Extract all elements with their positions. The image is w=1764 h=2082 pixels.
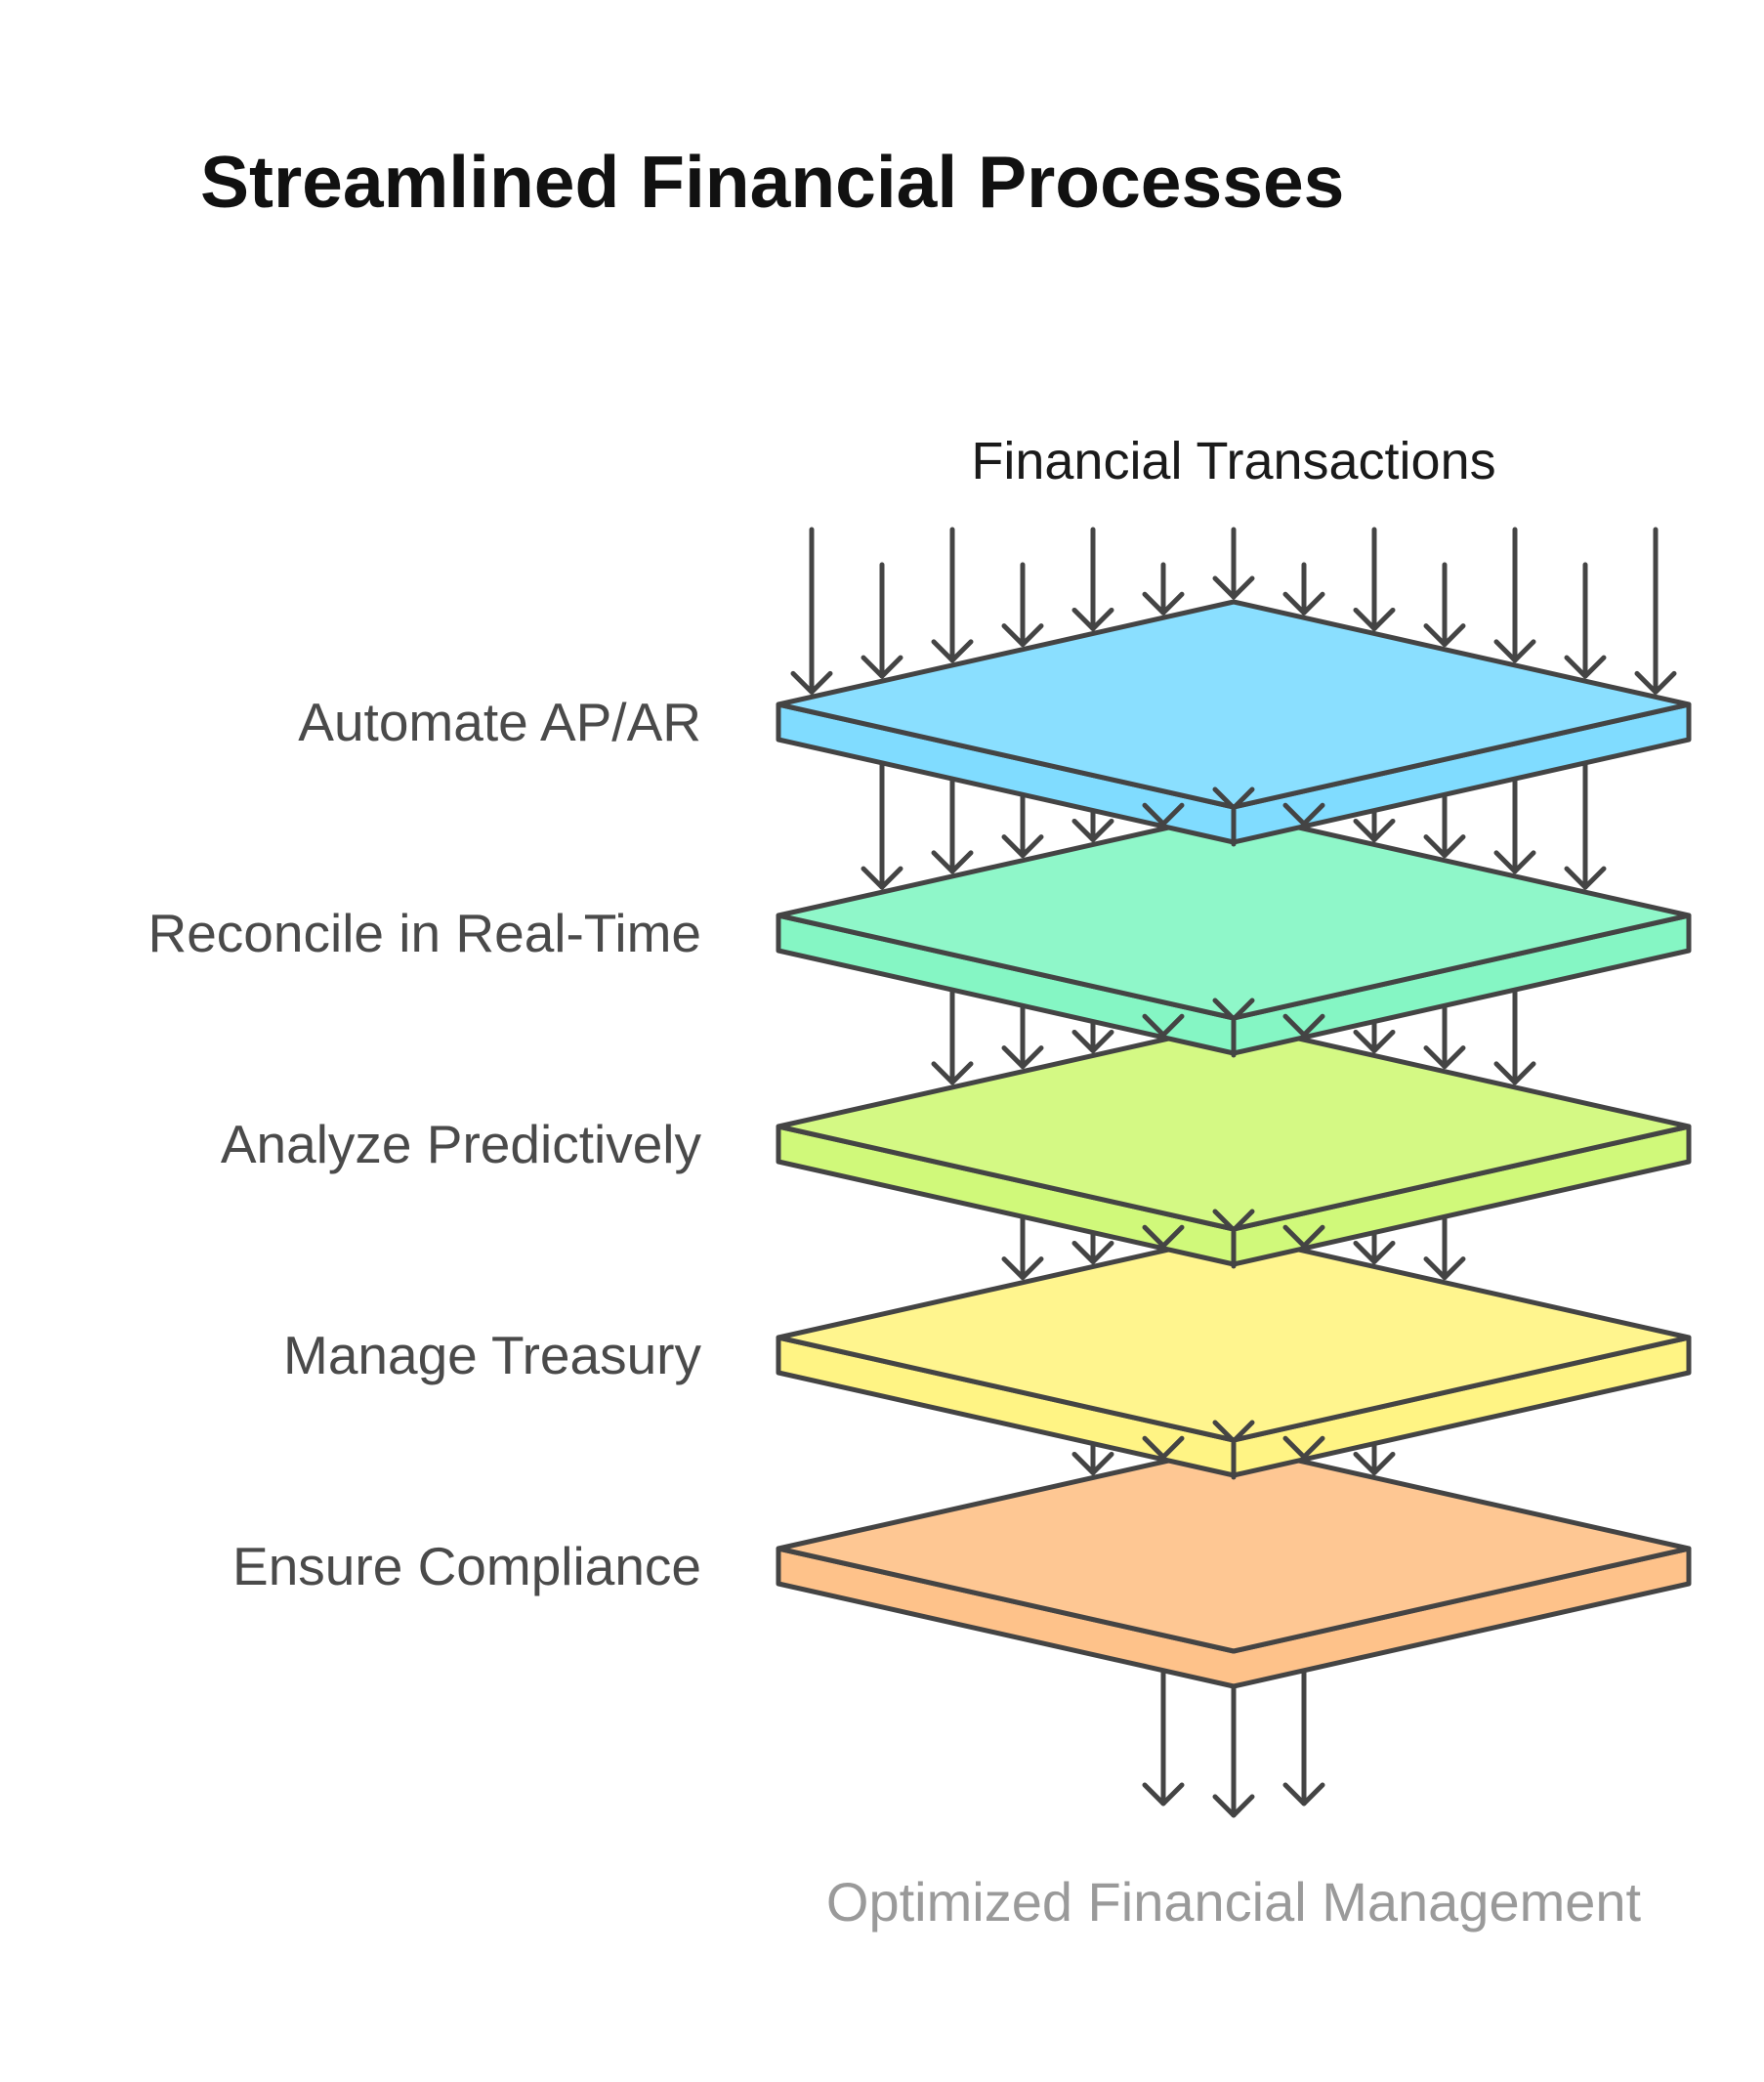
flow-arrow: [1071, 1021, 1114, 1053]
flow-arrow: [1212, 1420, 1255, 1480]
layer-top: [776, 810, 1692, 1021]
flow-arrow: [1493, 989, 1536, 1085]
flow-arrow: [1423, 1215, 1466, 1281]
flow-arrow: [1142, 802, 1185, 831]
diagram-title: Streamlined Financial Processes: [200, 141, 1344, 223]
flow-arrow: [1212, 998, 1255, 1058]
flow-arrow: [1071, 810, 1114, 842]
flow-arrow: [1564, 762, 1607, 890]
flow-arrow: [1001, 793, 1044, 859]
layer-label: Analyze Predictively: [221, 1114, 702, 1174]
flow-arrow: [1564, 562, 1607, 679]
flow-arrow: [1634, 527, 1677, 695]
layer-slab: [776, 1443, 1692, 1689]
layer-label: Reconcile in Real-Time: [148, 903, 702, 963]
layer-top: [776, 1021, 1692, 1232]
flow-arrow: [1353, 1021, 1396, 1053]
flow-arrow: [1353, 527, 1396, 631]
layer-top: [776, 1232, 1692, 1443]
flow-arrow: [1423, 562, 1466, 648]
layer-top: [776, 599, 1692, 810]
flow-arrow: [790, 527, 833, 695]
flow-arrow: [1282, 562, 1325, 616]
flow-arrow: [1212, 1209, 1255, 1269]
flow-arrow: [1142, 1013, 1185, 1042]
flow-arrow: [1212, 1685, 1255, 1818]
layers-group: [776, 599, 1692, 1689]
layer-top: [776, 1443, 1692, 1654]
flow-arrow: [1493, 527, 1536, 663]
output-label: Optimized Financial Management: [826, 1871, 1642, 1933]
flow-arrow: [1423, 793, 1466, 859]
layer-label: Automate AP/AR: [298, 692, 701, 752]
flow-arrow: [1282, 1670, 1325, 1806]
flow-arrow: [1353, 1232, 1396, 1264]
flow-arrow: [1212, 527, 1255, 600]
flow-arrow: [1001, 1215, 1044, 1281]
flow-arrow: [1423, 1004, 1466, 1070]
input-label: Financial Transactions: [971, 432, 1495, 490]
flow-arrow: [1142, 1670, 1185, 1806]
flow-arrow: [1142, 1435, 1185, 1465]
flow-arrow: [931, 778, 974, 874]
flow-arrow: [861, 762, 903, 890]
flow-arrow: [1493, 778, 1536, 874]
flow-arrow: [1071, 1232, 1114, 1264]
flow-arrow: [1142, 562, 1185, 616]
arrow-group: [790, 527, 1677, 1818]
flow-arrow: [1001, 1004, 1044, 1070]
flow-arrow: [1353, 1443, 1396, 1475]
flow-arrow: [1282, 1435, 1325, 1465]
flow-arrow: [1071, 1443, 1114, 1475]
flow-arrow: [1282, 1224, 1325, 1253]
flow-arrow: [1071, 527, 1114, 631]
layer-label: Ensure Compliance: [232, 1536, 701, 1596]
flow-arrow: [1212, 786, 1255, 847]
layer-labels: Ensure Compliance Manage Treasury Analyze …: [148, 692, 702, 1596]
flow-arrow: [1282, 802, 1325, 831]
flow-arrow: [1353, 810, 1396, 842]
layer-label: Manage Treasury: [283, 1325, 701, 1385]
layer-slab: [776, 1021, 1692, 1267]
flow-arrow: [861, 562, 903, 679]
flow-arrow: [1001, 562, 1044, 648]
flow-arrow: [1282, 1013, 1325, 1042]
flow-arrow: [931, 989, 974, 1085]
flow-arrow: [1142, 1224, 1185, 1253]
flow-arrow: [931, 527, 974, 663]
